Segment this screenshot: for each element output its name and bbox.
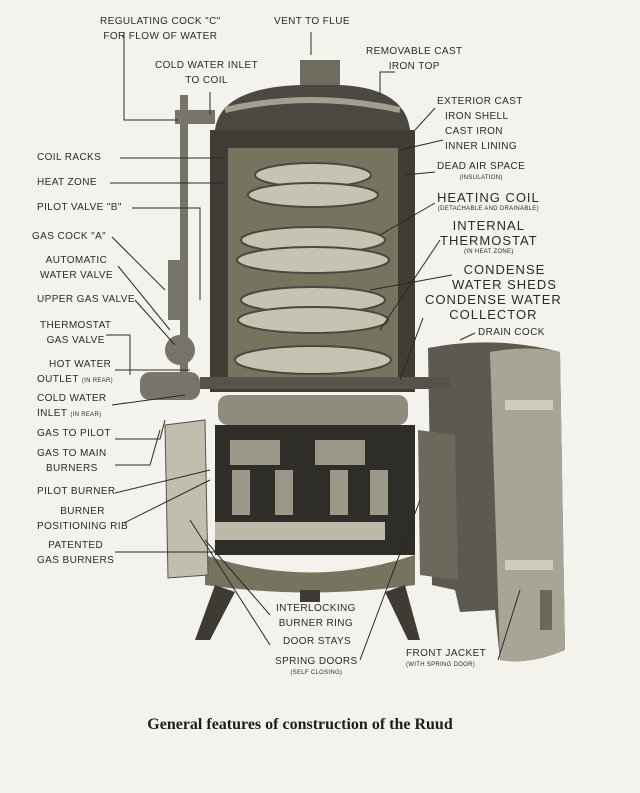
label-thermostat-gas-valve: THERMOSTAT GAS VALVE [40,318,111,348]
label-line: (IN REAR) [70,412,102,418]
label-line: BURNER RING [278,618,354,629]
label-line: CONDENSE [463,262,546,277]
label-line: THERMOSTAT [440,233,538,248]
label-heating-coil: HEATING COIL(DETACHABLE AND DRAINABLE) [437,190,540,214]
label-inner-lining: CAST IRON INNER LINING [445,124,517,154]
label-line: COLLECTOR [449,307,538,322]
label-gas-to-main: GAS TO MAIN BURNERS [37,446,107,476]
label-regulating-cock: REGULATING COCK "C" FOR FLOW OF WATER [100,14,221,44]
label-line: (INSULATION) [459,175,503,181]
label-line: COLD WATER INLET [155,60,259,71]
label-line: IRON TOP [388,61,440,72]
label-burner-ring: INTERLOCKING BURNER RING [276,601,356,631]
label-line: DEAD AIR SPACE [437,161,526,172]
label-front-jacket: FRONT JACKET (WITH SPRING DOOR) [406,646,486,670]
label-line: COLD WATER [37,393,107,404]
label-line: (SELF CLOSING) [290,670,343,676]
label-line: WATER SHEDS [452,277,557,292]
label-gas-to-pilot: GAS TO PILOT [37,428,111,439]
label-line: THERMOSTAT [40,320,112,331]
label-automatic-water-valve: AUTOMATIC WATER VALVE [40,253,113,283]
label-line: REGULATING COCK "C" [100,16,221,27]
label-dead-air-space: DEAD AIR SPACE (INSULATION) [437,159,525,183]
label-line: GAS VALVE [46,335,105,346]
label-cold-water-inlet-coil: COLD WATER INLET TO COIL [155,58,258,88]
label-upper-gas-valve: UPPER GAS VALVE [37,294,135,305]
label-drain-cock: DRAIN COCK [478,327,545,338]
spring-door-right [418,430,458,580]
label-line: FOR FLOW OF WATER [103,31,218,42]
label-line: HEATING COIL [437,190,540,205]
control-piping [140,95,450,400]
figure-caption: General features of construction of the … [147,716,453,733]
label-gas-cock: GAS COCK "A" [32,231,107,242]
label-line: WATER VALVE [40,270,113,281]
spring-door-left [164,419,209,579]
heater-body [195,60,420,640]
label-line: (DETACHABLE AND DRAINABLE) [437,206,539,212]
label-coil-racks: COIL RACKS [37,152,102,163]
label-line: IRON SHELL [445,111,509,122]
label-line: REMOVABLE CAST [366,46,463,57]
gas-burners [215,440,388,540]
label-line: BURNER [60,506,105,517]
label-line: SPRING DOORS [275,656,358,667]
label-line: (WITH SPRING DOOR) [406,662,476,668]
label-removable-top: REMOVABLE CAST IRON TOP [366,44,463,74]
label-line: (IN HEAT ZONE) [463,249,514,255]
label-exterior-shell: EXTERIOR CAST IRON SHELL [437,94,523,124]
label-line: BURNERS [45,463,98,474]
heating-coil [234,162,392,375]
label-cold-water-inlet: COLD WATER INLET (IN REAR) [37,391,107,421]
front-jacket [428,342,565,662]
label-line: PATENTED [48,540,104,551]
label-heat-zone: HEAT ZONE [37,177,97,188]
leader-lines [106,32,521,661]
label-line: OUTLET [37,374,79,385]
label-line: INNER LINING [445,141,518,152]
label-line: INLET [37,408,68,419]
label-spring-doors: SPRING DOORS (SELF CLOSING) [275,654,358,678]
label-patented-burners: PATENTED GAS BURNERS [37,538,114,568]
label-line: CAST IRON [445,126,503,137]
label-line: FRONT JACKET [406,648,487,659]
label-line: HOT WATER [49,359,112,370]
label-line: INTERNAL [452,218,525,233]
label-line: POSITIONING RIB [37,521,129,532]
label-line: EXTERIOR CAST [437,96,523,107]
label-vent-to-flue: VENT TO FLUE [274,16,350,27]
label-line: INTERLOCKING [276,603,356,614]
label-line: GAS BURNERS [37,555,115,566]
label-pilot-burner: PILOT BURNER [37,486,116,497]
label-line: GAS TO MAIN [37,448,107,459]
label-line: AUTOMATIC [45,255,108,266]
label-line: TO COIL [185,75,228,86]
label-line: CONDENSE WATER [425,292,562,307]
label-burner-rib: BURNER POSITIONING RIB [37,504,128,534]
label-hot-water-outlet: HOT WATER OUTLET (IN REAR) [37,357,113,387]
label-pilot-valve: PILOT VALVE "B" [37,202,122,213]
label-line: (IN REAR) [81,378,113,384]
label-door-stays: DOOR STAYS [283,636,352,647]
